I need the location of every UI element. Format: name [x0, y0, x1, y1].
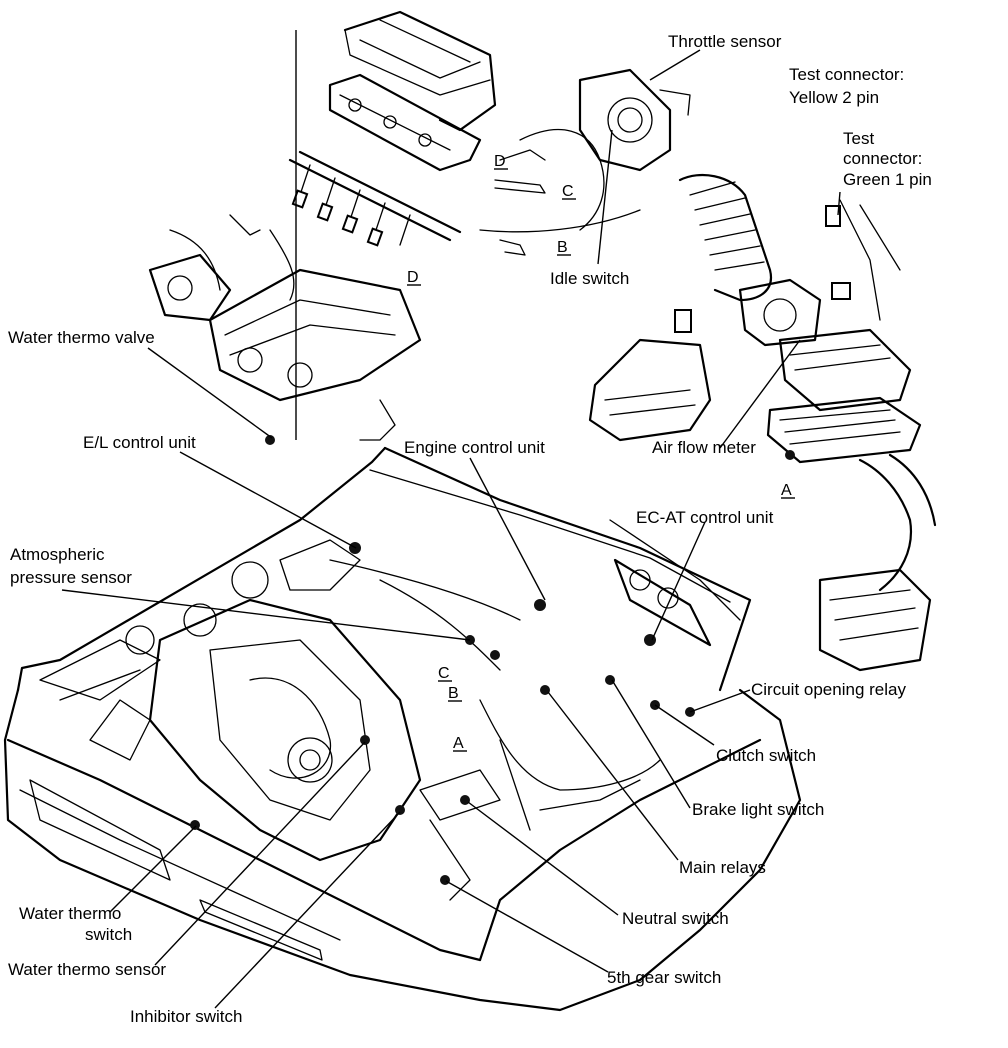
label-circuit-opening-relay: Circuit opening relay: [751, 680, 906, 699]
connector-tag-d-upper: D: [494, 153, 506, 170]
label-test-connector-green-line1: Test: [843, 129, 874, 148]
connector-tag-d-lower: D: [407, 269, 419, 286]
intake-duct: [678, 173, 773, 302]
label-water-thermo-switch-line1: Water thermo: [19, 904, 121, 923]
label-test-connector-green-line3: Green 1 pin: [843, 170, 932, 189]
label-engine-control-unit: Engine control unit: [404, 438, 545, 457]
connector-tag-c-lower: C: [438, 665, 450, 682]
label-ec-at-control-unit: EC-AT control unit: [636, 508, 774, 527]
label-water-thermo-switch-line2: switch: [85, 925, 132, 944]
test-connector-harness: [825, 199, 901, 321]
label-inhibitor-switch: Inhibitor switch: [130, 1007, 242, 1026]
label-water-thermo-sensor: Water thermo sensor: [8, 960, 166, 979]
connector-tag-b-lower: B: [448, 685, 459, 702]
connector-tags: D C B D A C B A: [407, 153, 795, 752]
label-water-thermo-valve: Water thermo valve: [8, 328, 155, 347]
connector-tag-c-upper: C: [562, 183, 574, 200]
component-labels: Throttle sensor Test connector: Yellow 2…: [8, 32, 932, 1026]
leader-lines: [61, 30, 841, 1009]
label-test-connector-yellow-line2: Yellow 2 pin: [789, 88, 879, 107]
connector-tag-a-upper: A: [781, 482, 792, 499]
label-test-connector-green-line2: connector:: [843, 149, 922, 168]
label-test-connector-yellow-line1: Test connector:: [789, 65, 904, 84]
connector-tag-b-upper: B: [557, 239, 568, 256]
label-5th-gear-switch: 5th gear switch: [607, 968, 721, 987]
engine-assembly-exploded: [148, 10, 937, 672]
label-main-relays: Main relays: [679, 858, 766, 877]
label-air-flow-meter: Air flow meter: [652, 438, 756, 457]
label-atmospheric-pressure-sensor-line1: Atmospheric: [10, 545, 105, 564]
connector-tag-a-lower: A: [453, 735, 464, 752]
label-brake-light-switch: Brake light switch: [692, 800, 824, 819]
label-el-control-unit: E/L control unit: [83, 433, 196, 452]
component-markers: [190, 435, 795, 885]
air-cleaner: [766, 328, 922, 464]
label-neutral-switch: Neutral switch: [622, 909, 729, 928]
car-body-illustration: [3, 446, 802, 1012]
label-atmospheric-pressure-sensor-line2: pressure sensor: [10, 568, 132, 587]
label-idle-switch: Idle switch: [550, 269, 629, 288]
label-throttle-sensor: Throttle sensor: [668, 32, 782, 51]
label-clutch-switch: Clutch switch: [716, 746, 816, 765]
